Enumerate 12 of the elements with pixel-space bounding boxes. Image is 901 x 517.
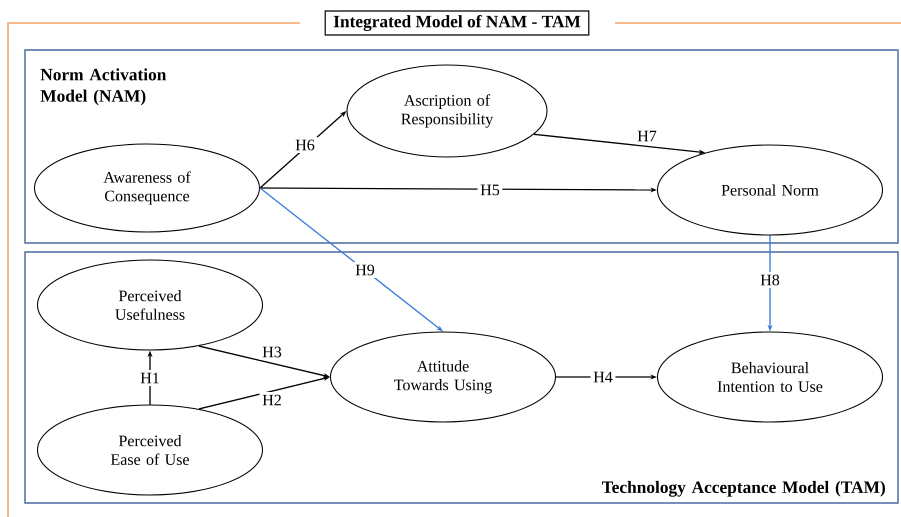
model-heading: Norm Activation Model (NAM) — [40, 68, 166, 106]
edge-label: H6 — [292, 136, 318, 154]
edge-label: H2 — [260, 392, 284, 408]
edge-label: H5 — [478, 182, 502, 198]
model-heading: Technology Acceptance Model (TAM) — [602, 480, 885, 497]
edge-label: H7 — [634, 128, 660, 144]
edge-label: H9 — [352, 262, 378, 278]
edge-label: H4 — [590, 369, 616, 385]
edge-label: H1 — [138, 370, 162, 386]
edge-label: H8 — [758, 272, 782, 288]
edge-label: H3 — [260, 344, 284, 360]
title-box: Integrated Model of NAM - TAM — [324, 10, 590, 36]
